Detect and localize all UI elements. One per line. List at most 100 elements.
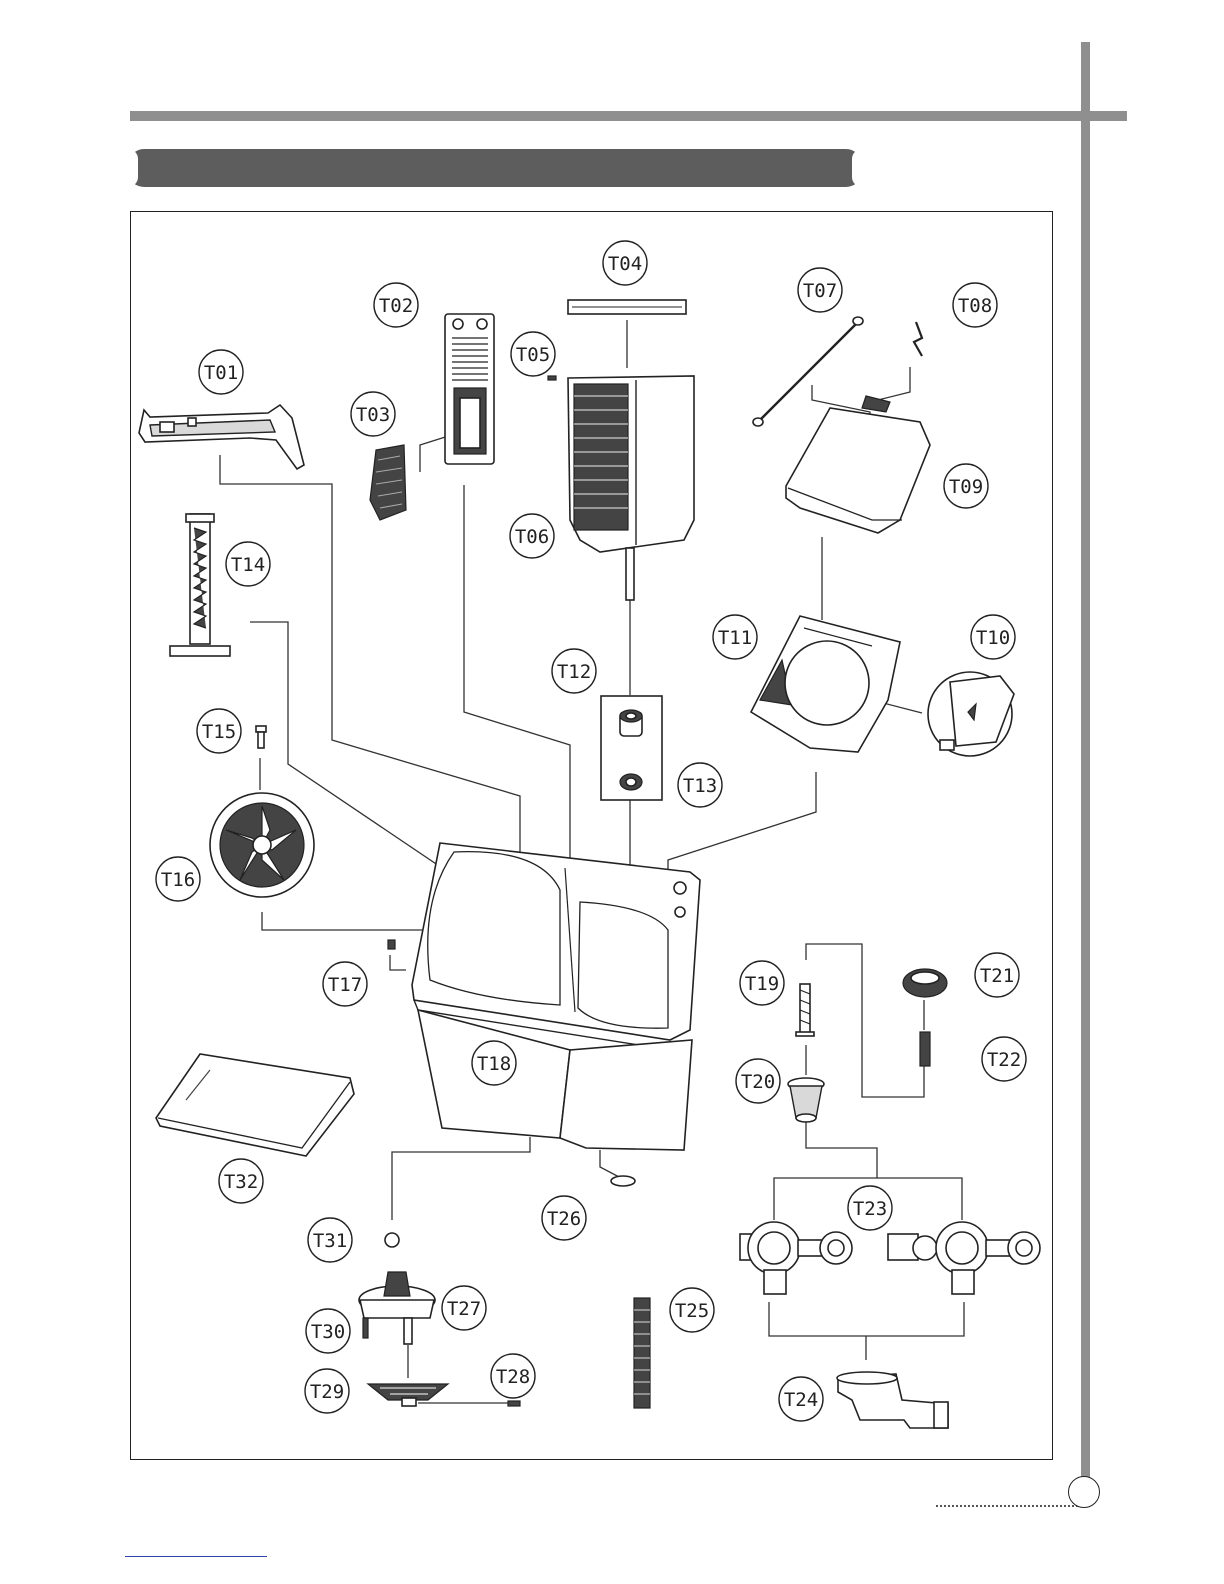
callout-label: T04 bbox=[608, 253, 642, 275]
callout-label: T11 bbox=[718, 627, 752, 649]
callout-label: T10 bbox=[976, 627, 1010, 649]
leader-line-t26 bbox=[600, 1150, 621, 1178]
part-t32-base-cover bbox=[156, 1054, 354, 1156]
callout-t07: T07 bbox=[798, 268, 842, 312]
callout-label: T17 bbox=[328, 974, 362, 996]
part-t07-lid-rod bbox=[753, 317, 863, 426]
part-t25-drain-hose bbox=[634, 1298, 650, 1408]
part-t02-filter-panel bbox=[445, 314, 494, 464]
callout-t10: T10 bbox=[971, 615, 1015, 659]
callout-t17: T17 bbox=[323, 962, 367, 1006]
part-t18-twin-tub bbox=[412, 843, 700, 1150]
callout-t05: T05 bbox=[511, 332, 555, 376]
part-t27-gear-case bbox=[359, 1272, 435, 1344]
callout-t20: T20 bbox=[736, 1059, 780, 1103]
part-t28-screw bbox=[508, 1401, 520, 1406]
part-t14-filter-column bbox=[170, 514, 230, 656]
callout-label: T32 bbox=[224, 1171, 258, 1193]
callout-t12: T12 bbox=[552, 649, 596, 693]
callout-t29: T29 bbox=[305, 1369, 349, 1413]
part-t23-drain-valve-right bbox=[888, 1222, 1040, 1294]
callout-t03: T03 bbox=[351, 392, 395, 436]
part-t19-drain-rod bbox=[796, 984, 814, 1036]
callout-label: T24 bbox=[784, 1389, 818, 1411]
callout-label: T08 bbox=[958, 295, 992, 317]
part-t16-pulsator bbox=[210, 793, 314, 897]
part-t06-spin-basket bbox=[548, 376, 694, 600]
callout-t19: T19 bbox=[740, 961, 784, 1005]
leader-line-t24 bbox=[769, 1302, 964, 1336]
callout-t11: T11 bbox=[713, 615, 757, 659]
callout-label: T22 bbox=[987, 1049, 1021, 1071]
callout-t32: T32 bbox=[219, 1159, 263, 1203]
callout-label: T16 bbox=[161, 869, 195, 891]
part-t01-control-bracket bbox=[139, 405, 304, 469]
callout-t28: T28 bbox=[491, 1354, 535, 1398]
part-t09-lid bbox=[786, 396, 930, 533]
callout-label: T23 bbox=[853, 1198, 887, 1220]
callout-t22: T22 bbox=[982, 1037, 1026, 1081]
callout-t09: T09 bbox=[944, 464, 988, 508]
callout-t01: T01 bbox=[199, 350, 243, 394]
callout-label: T03 bbox=[356, 404, 390, 426]
callout-t24: T24 bbox=[779, 1377, 823, 1421]
callout-label: T06 bbox=[515, 526, 549, 548]
callout-t16: T16 bbox=[156, 857, 200, 901]
callout-label: T18 bbox=[477, 1053, 511, 1075]
leader-line-t17 bbox=[390, 955, 406, 970]
callout-label: T29 bbox=[310, 1381, 344, 1403]
part-t15-screw bbox=[256, 726, 266, 748]
callout-label: T15 bbox=[202, 721, 236, 743]
callout-label: T02 bbox=[379, 295, 413, 317]
leader-line-t19 bbox=[806, 944, 924, 1097]
callout-label: T19 bbox=[745, 973, 779, 995]
part-t12-t13-seal-set bbox=[601, 696, 662, 800]
part-t30-bolt bbox=[363, 1318, 368, 1338]
callout-label: T31 bbox=[313, 1230, 347, 1252]
part-t21-drain-cap bbox=[903, 969, 947, 997]
part-t11-top-cover bbox=[751, 616, 900, 752]
callout-t18: T18 bbox=[472, 1041, 516, 1085]
callout-label: T20 bbox=[741, 1071, 775, 1093]
callout-label: T01 bbox=[204, 362, 238, 384]
callout-t23: T23 bbox=[848, 1186, 892, 1230]
callout-label: T26 bbox=[547, 1208, 581, 1230]
callout-label: T27 bbox=[447, 1298, 481, 1320]
footer-rule bbox=[125, 1556, 267, 1557]
callout-label: T12 bbox=[557, 661, 591, 683]
part-t10-spin-cover bbox=[928, 672, 1014, 756]
callout-label: T05 bbox=[516, 344, 550, 366]
part-t17-clip bbox=[388, 940, 395, 949]
callout-t27: T27 bbox=[442, 1286, 486, 1330]
part-t20-drain-bellows bbox=[788, 1078, 824, 1122]
callout-t31: T31 bbox=[308, 1218, 352, 1262]
callout-t26: T26 bbox=[542, 1196, 586, 1240]
callout-t15: T15 bbox=[197, 709, 241, 753]
callout-label: T09 bbox=[949, 476, 983, 498]
callout-t08: T08 bbox=[953, 283, 997, 327]
part-t22-spring bbox=[920, 1032, 930, 1066]
part-t31-washer bbox=[385, 1233, 399, 1247]
callout-label: T07 bbox=[803, 280, 837, 302]
callout-t06: T06 bbox=[510, 514, 554, 558]
leader-line-t31 bbox=[392, 1137, 530, 1220]
callout-label: T30 bbox=[311, 1321, 345, 1343]
leader-line-t08 bbox=[878, 367, 910, 400]
callout-label: T25 bbox=[675, 1300, 709, 1322]
callout-label: T21 bbox=[980, 965, 1014, 987]
part-t26-ring bbox=[611, 1176, 635, 1186]
page-number-dotted-leader bbox=[936, 1505, 1078, 1507]
callout-t14: T14 bbox=[226, 542, 270, 586]
part-t03-filter-mesh bbox=[370, 445, 406, 520]
callout-t13: T13 bbox=[678, 763, 722, 807]
callout-t04: T04 bbox=[603, 241, 647, 285]
callout-label: T14 bbox=[231, 554, 265, 576]
callout-label: T13 bbox=[683, 775, 717, 797]
callout-t21: T21 bbox=[975, 953, 1019, 997]
page-number-marker bbox=[1068, 1476, 1100, 1508]
part-t24-drain-elbow bbox=[837, 1372, 948, 1428]
callout-t30: T30 bbox=[306, 1309, 350, 1353]
callout-label: T28 bbox=[496, 1366, 530, 1388]
callout-t25: T25 bbox=[670, 1288, 714, 1332]
